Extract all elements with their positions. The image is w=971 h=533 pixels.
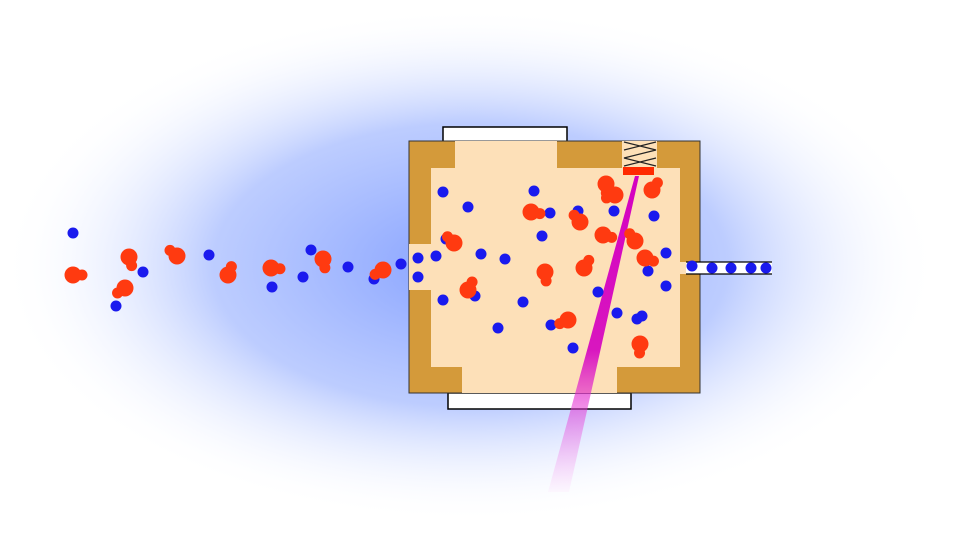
atom-particle xyxy=(611,307,623,319)
atom-particle xyxy=(203,249,215,261)
molecule-particle xyxy=(522,203,546,221)
atom-particle xyxy=(412,252,424,264)
target-plate xyxy=(623,167,654,175)
atom-particle xyxy=(499,253,511,265)
molecule-particle xyxy=(536,263,554,287)
atom-particle xyxy=(462,201,474,213)
atom-particle xyxy=(305,244,317,256)
molecule-particle xyxy=(643,177,663,199)
molecule-particle xyxy=(459,276,478,299)
atom-particle xyxy=(430,250,442,262)
molecule-particle xyxy=(219,261,237,284)
molecule-particle xyxy=(314,250,332,274)
atom-particle xyxy=(608,205,620,217)
chamber-interior xyxy=(409,141,700,393)
particles xyxy=(64,175,772,359)
molecule-particle xyxy=(262,259,286,277)
atom-particle xyxy=(660,280,672,292)
atom-particle xyxy=(110,300,122,312)
atom-particle xyxy=(475,248,487,260)
atom-particle xyxy=(342,261,354,273)
atom-particle xyxy=(745,262,757,274)
molecule-particle xyxy=(594,226,618,244)
atom-particle xyxy=(706,262,718,274)
atom-particle xyxy=(686,260,698,272)
atom-particle xyxy=(517,296,529,308)
top-window xyxy=(442,126,568,143)
atom-particle xyxy=(297,271,309,283)
atom-particle xyxy=(437,186,449,198)
molecule-particle xyxy=(554,311,577,330)
molecule-particle xyxy=(624,228,644,250)
spring-icon xyxy=(623,141,657,167)
molecule-particle xyxy=(575,254,595,277)
atom-particle xyxy=(137,266,149,278)
atom-particle xyxy=(660,247,672,259)
atom-particle xyxy=(545,319,557,331)
atom-particle xyxy=(437,294,449,306)
molecule-particle xyxy=(631,335,649,359)
molecule-particle xyxy=(636,249,659,267)
molecule-particle xyxy=(369,261,392,280)
atom-particle xyxy=(266,281,278,293)
atom-particle xyxy=(536,230,548,242)
molecule-particle xyxy=(600,186,624,204)
atom-particle xyxy=(67,227,79,239)
atom-particle xyxy=(412,271,424,283)
molecule-particle xyxy=(568,209,589,231)
molecule-particle xyxy=(112,279,134,299)
laser-beam xyxy=(548,176,639,492)
molecule-particle xyxy=(164,244,186,265)
atom-particle xyxy=(528,185,540,197)
atom-particle xyxy=(592,286,604,298)
atom-particle xyxy=(492,322,504,334)
atom-particle xyxy=(395,258,407,270)
molecule-particle xyxy=(64,266,88,284)
atom-particle xyxy=(648,210,660,222)
bottom-window xyxy=(447,392,632,410)
atom-particle xyxy=(760,262,772,274)
spring-mounted-target xyxy=(622,141,657,175)
atom-particle xyxy=(636,310,648,322)
atom-particle xyxy=(567,342,579,354)
atom-particle xyxy=(725,262,737,274)
atom-particle xyxy=(544,207,556,219)
molecule-particle xyxy=(120,248,138,272)
atom-particle xyxy=(642,265,654,277)
molecule-particle xyxy=(442,231,463,252)
